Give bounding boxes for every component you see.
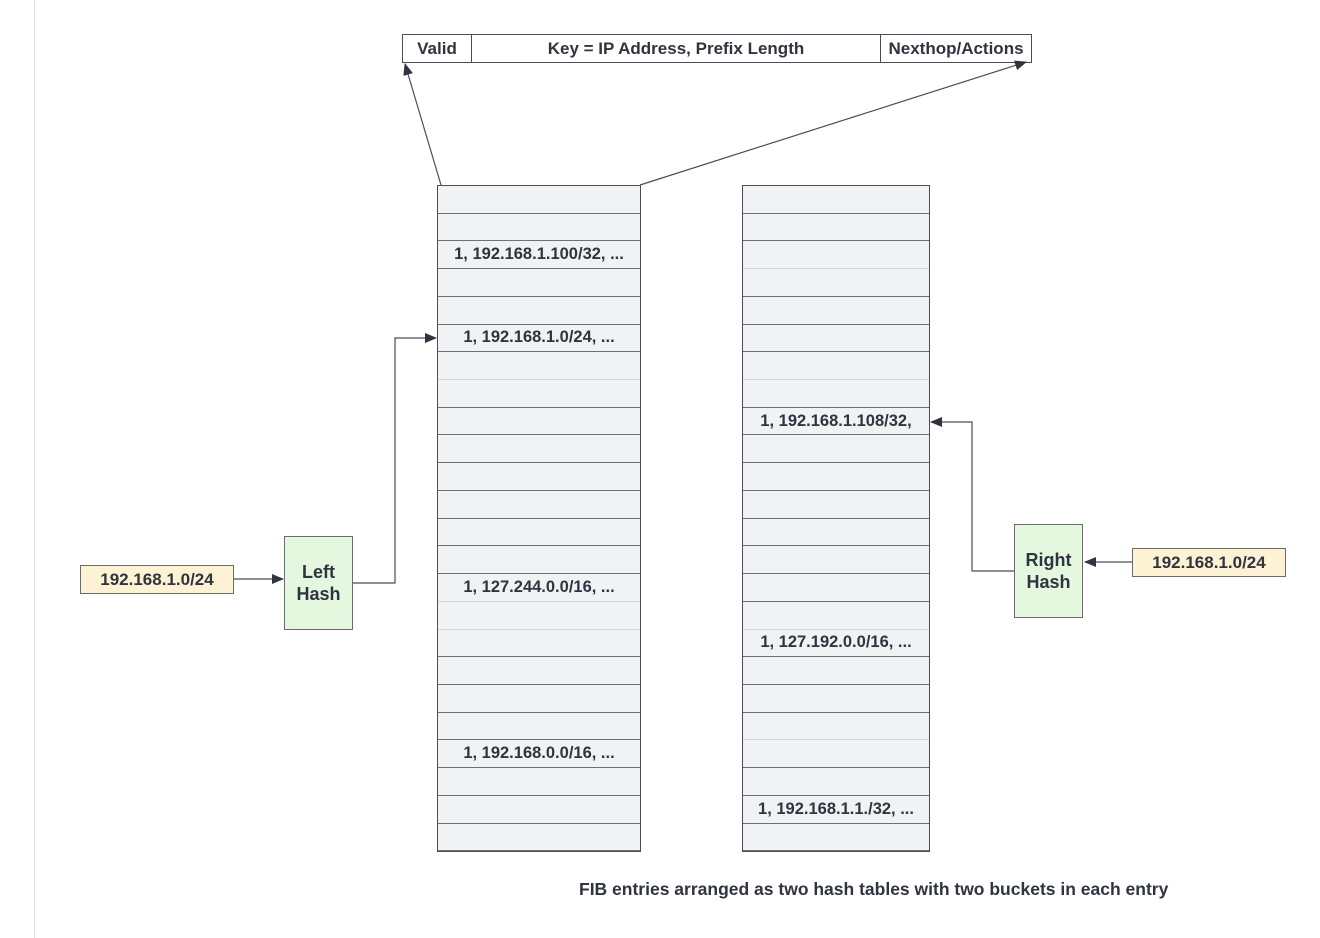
- right-table-row: [743, 574, 929, 602]
- right-table-row: [743, 435, 929, 464]
- right-table-row: 1, 192.168.1.108/32,: [743, 408, 929, 436]
- expand-line-right: [639, 60, 1027, 186]
- right-table-row: [743, 297, 929, 325]
- right-table-row: [743, 491, 929, 519]
- left-margin-rule: [34, 0, 35, 938]
- right-hash-box: Right Hash: [1014, 524, 1083, 618]
- right-table-row: [743, 325, 929, 353]
- left-table-row: [438, 685, 640, 713]
- right-table-row: [743, 519, 929, 547]
- left-hash-label-line2: Hash: [296, 584, 341, 604]
- right-table-row: [743, 352, 929, 381]
- right-hash-connector: [930, 417, 1014, 572]
- left-input-ip-box: 192.168.1.0/24: [80, 565, 234, 594]
- left-table-row: [438, 408, 640, 436]
- right-table-row: [743, 214, 929, 242]
- left-table-row: [438, 463, 640, 491]
- right-table-row: [743, 241, 929, 270]
- right-input-ip-box: 192.168.1.0/24: [1132, 548, 1286, 577]
- header-nexthop-cell: Nexthop/Actions: [880, 35, 1031, 62]
- right-table-row: [743, 463, 929, 491]
- left-table-row: [438, 519, 640, 547]
- right-table-row: [743, 740, 929, 769]
- left-table-row: [438, 768, 640, 796]
- left-table-row: [438, 297, 640, 325]
- left-table-row: [438, 713, 640, 741]
- left-table-row: [438, 796, 640, 824]
- left-table-row: [438, 491, 640, 519]
- left-table-row: 1, 192.168.1.100/32, ...: [438, 241, 640, 270]
- header-valid-cell: Valid: [417, 38, 457, 58]
- expand-line-left: [403, 63, 442, 186]
- left-table-row: 1, 192.168.1.0/24, ...: [438, 325, 640, 353]
- right-table-row: [743, 824, 929, 852]
- left-table-row: [438, 186, 640, 214]
- left-table-row: [438, 602, 640, 630]
- left-table-row: [438, 435, 640, 464]
- right-table-row: [743, 768, 929, 796]
- left-table-row: [438, 630, 640, 658]
- right-table-row: [743, 546, 929, 575]
- left-hash-label-line1: Left: [301, 562, 335, 582]
- left-table-row: [438, 824, 640, 852]
- right-hash-label-line2: Hash: [1026, 572, 1071, 592]
- left-table-row: [438, 546, 640, 575]
- right-table-row: 1, 192.168.1.1./32, ...: [743, 796, 929, 824]
- right-table-row: [743, 380, 929, 408]
- right-table-row: [743, 685, 929, 713]
- right-hash-label-line1: Right: [1025, 550, 1072, 570]
- left-hash-table: 1, 192.168.1.100/32, ... 1, 192.168.1.0/2…: [437, 185, 641, 852]
- left-hash-connector: [353, 333, 437, 584]
- fib-entry-header: Valid Key = IP Address, Prefix Length Ne…: [402, 34, 1032, 63]
- right-hash-table: 1, 192.168.1.108/32, 1, 127.192.0.0/16, .…: [742, 185, 930, 852]
- right-table-row: [743, 186, 929, 214]
- right-table-row: [743, 657, 929, 685]
- header-key-cell: Key = IP Address, Prefix Length: [471, 35, 880, 62]
- right-table-row: [743, 602, 929, 630]
- left-table-row: [438, 380, 640, 408]
- figure-caption: FIB entries arranged as two hash tables …: [579, 879, 1169, 899]
- left-table-row: [438, 214, 640, 242]
- right-table-row: 1, 127.192.0.0/16, ...: [743, 630, 929, 658]
- left-table-row: [438, 352, 640, 381]
- left-table-row: 1, 127.244.0.0/16, ...: [438, 574, 640, 602]
- left-hash-box: Left Hash: [284, 536, 353, 630]
- left-table-row: [438, 657, 640, 685]
- right-table-row: [743, 713, 929, 741]
- right-table-row: [743, 269, 929, 297]
- left-table-row: [438, 269, 640, 297]
- left-table-row: 1, 192.168.0.0/16, ...: [438, 740, 640, 769]
